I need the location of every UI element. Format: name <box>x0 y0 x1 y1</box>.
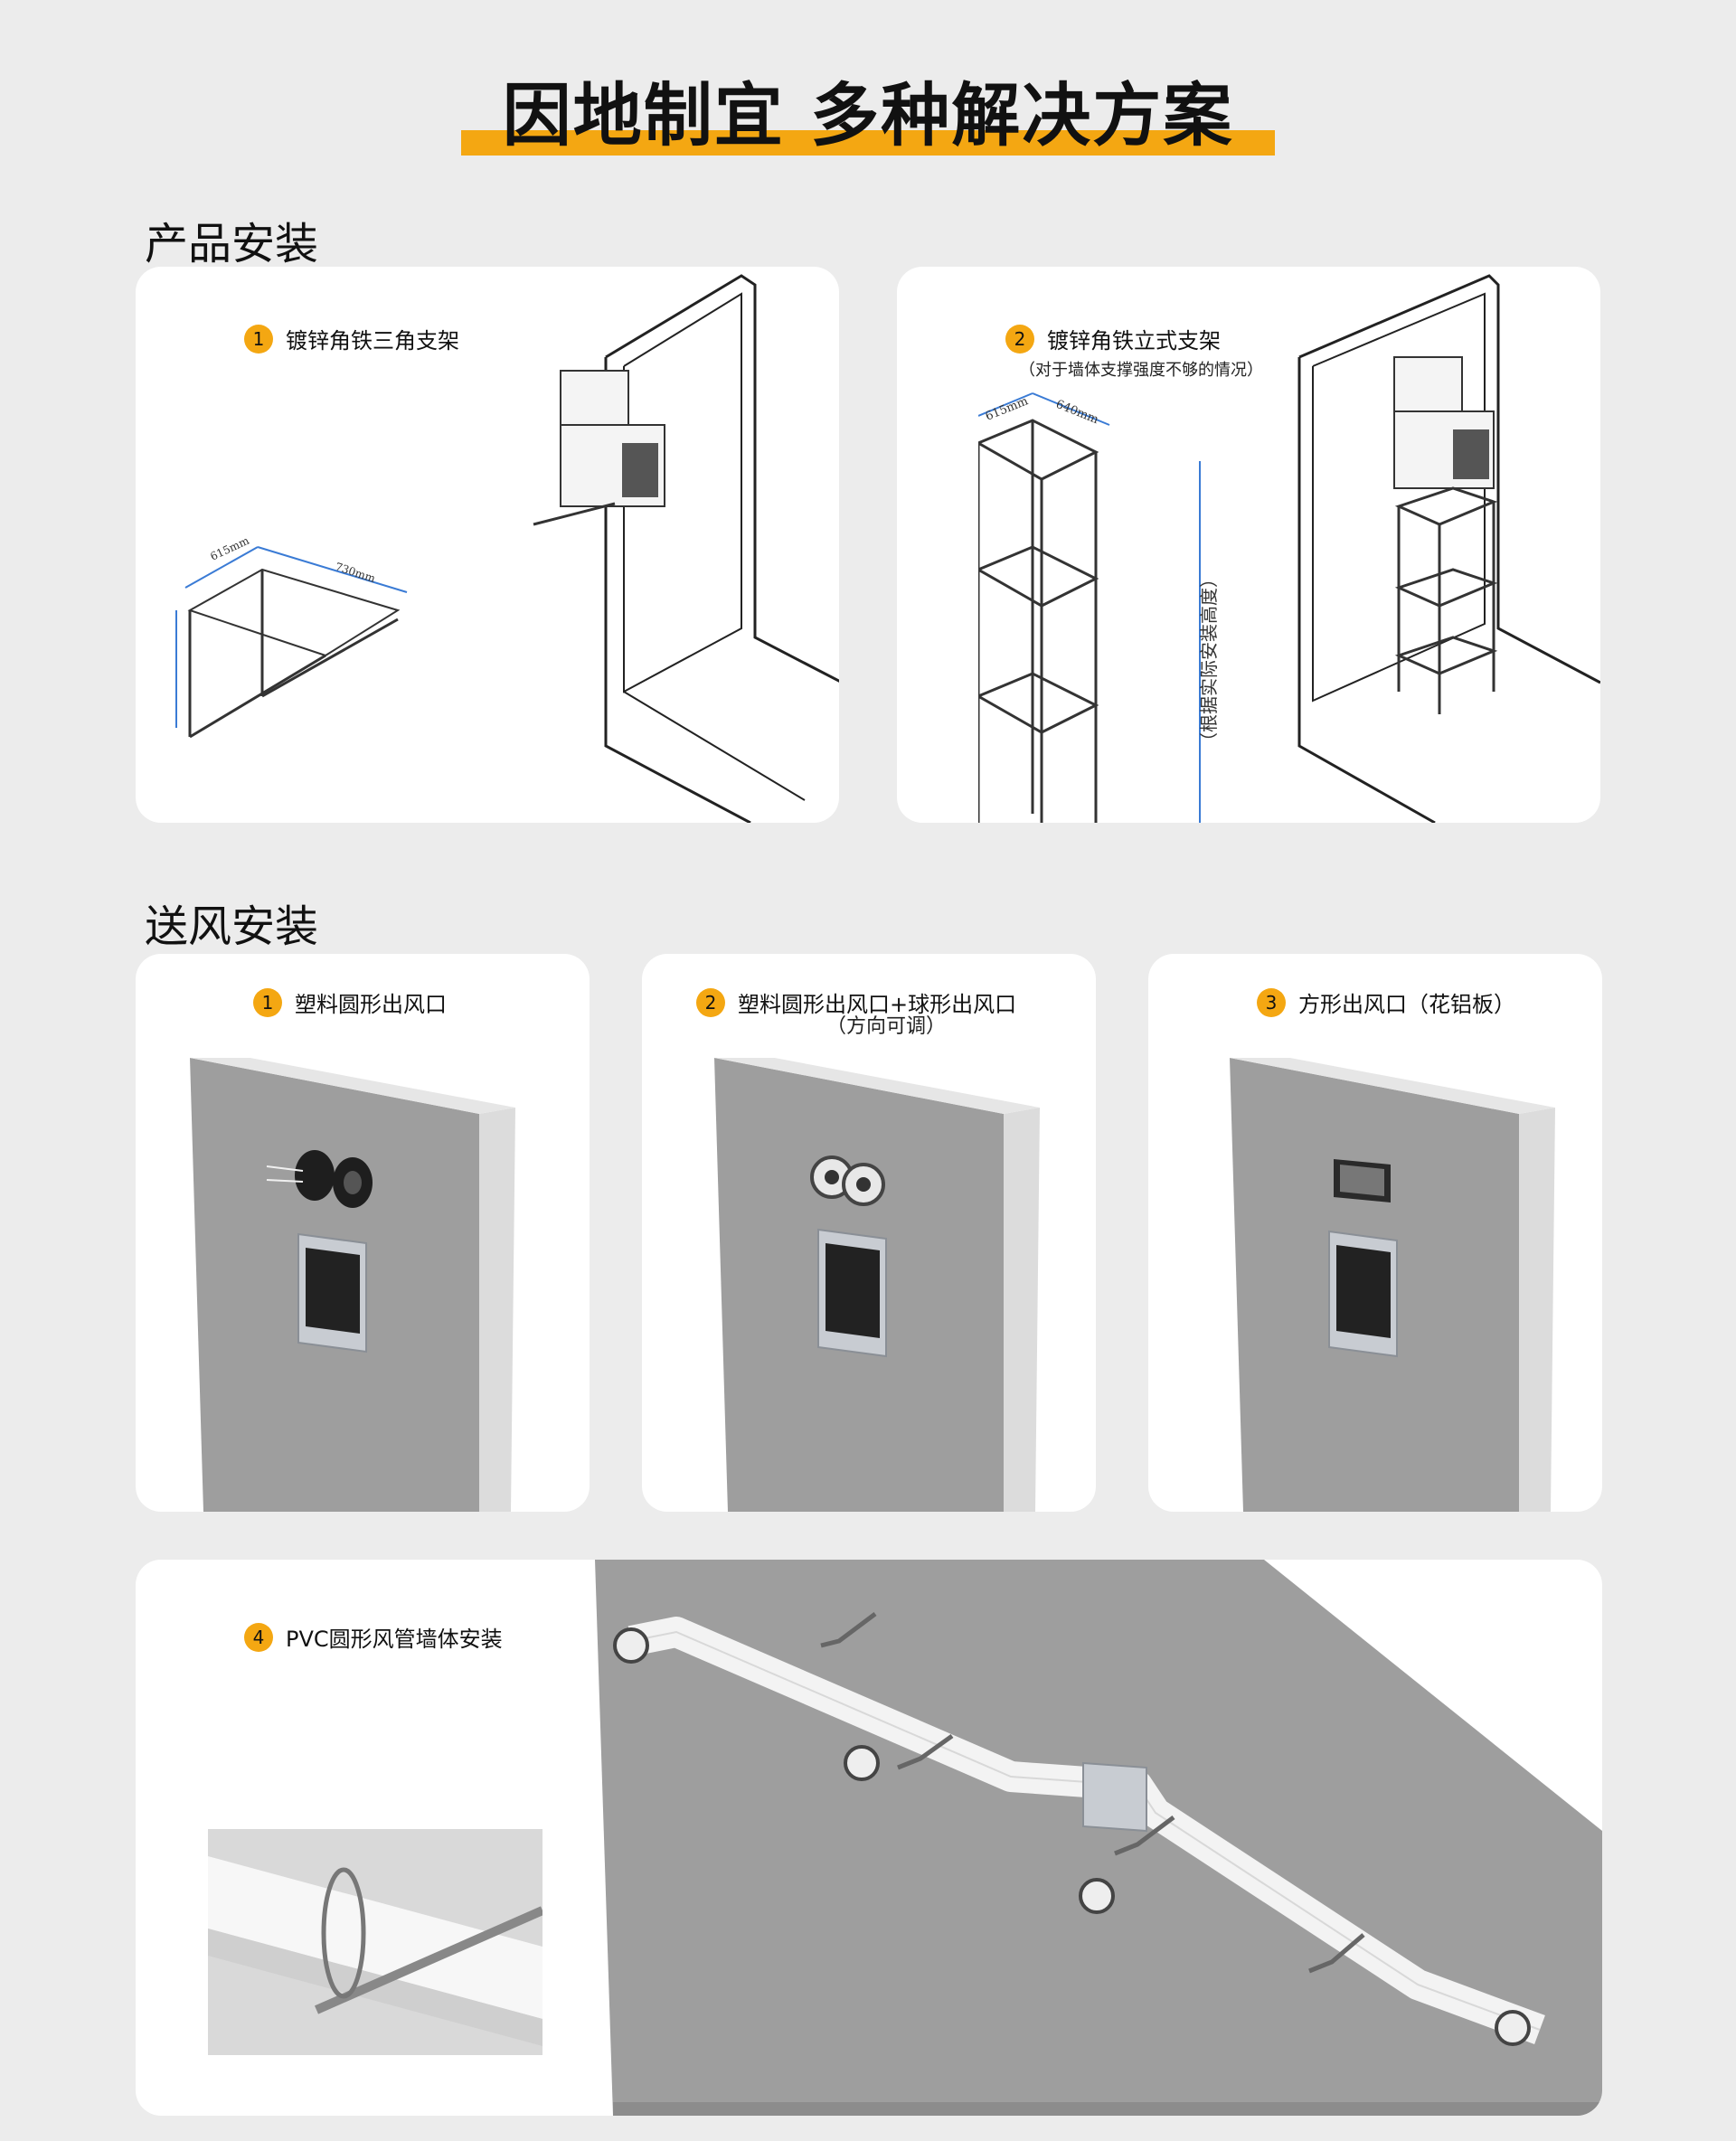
step-badge: 4 <box>244 1622 273 1652</box>
install-card-triangle-bracket: 1 镀锌角铁三角支架 615mm 730mm 500mm <box>136 267 839 823</box>
wall-panel-illustration <box>190 1058 515 1512</box>
step-badge: 2 <box>696 987 725 1017</box>
dim-label-b: 640mm <box>1054 398 1100 427</box>
round-outlet-icon <box>266 1150 373 1208</box>
pvc-duct-wall-illustration <box>595 1560 1602 2116</box>
card-label: 1 镀锌角铁三角支架 <box>244 323 459 354</box>
card-label-text: 镀锌角铁三角支架 <box>286 328 459 354</box>
step-badge: 2 <box>1005 324 1034 354</box>
wall-panel-illustration <box>1230 1058 1555 1512</box>
dim-label-c: （根据实际安装高度） <box>1198 570 1220 750</box>
card-label-text: PVC圆形风管墙体安装 <box>286 1627 503 1652</box>
install-card-standing-bracket: 2 镀锌角铁立式支架 （对于墙体支撑强度不够的情况） 615mm 640mm （… <box>897 267 1600 823</box>
step-badge: 1 <box>253 987 282 1017</box>
pvc-duct-card: 4 PVC圆形风管墙体安装 <box>136 1560 1602 2116</box>
card-label: 1 塑料圆形出风口 <box>253 986 447 1018</box>
page-title-block: 因地制宜 多种解决方案 <box>0 71 1736 161</box>
card-label-text: 塑料圆形出风口+球形出风口 <box>738 992 1017 1017</box>
card-label: 2 塑料圆形出风口+球形出风口 <box>696 986 1016 1018</box>
dim-label-a: 615mm <box>208 533 251 562</box>
section-heading-install: 产品安装 <box>145 219 319 269</box>
ball-outlet-icon <box>810 1155 885 1206</box>
air-card-ball-outlet: 2 塑料圆形出风口+球形出风口 （方向可调） <box>642 954 1096 1512</box>
air-card-square-outlet: 3 方形出风口（花铝板） <box>1148 954 1602 1512</box>
title-underline <box>461 130 1275 156</box>
grille-icon <box>297 1232 367 1353</box>
standing-frame-diagram: 615mm 640mm （根据实际安装高度） <box>978 392 1220 823</box>
grille-icon <box>817 1228 887 1358</box>
dim-label-c: 500mm <box>172 659 175 701</box>
card-note: （方向可调） <box>826 1015 946 1038</box>
pipe-clamp-detail <box>208 1829 542 2055</box>
wall-corner-standing-illustration <box>1297 274 1600 823</box>
card-label-text: 塑料圆形出风口 <box>295 992 447 1017</box>
square-outlet-icon <box>1334 1159 1391 1203</box>
wall-panel-illustration <box>714 1058 1040 1512</box>
step-badge: 3 <box>1257 987 1286 1017</box>
dim-label-a: 615mm <box>984 394 1030 423</box>
grille-icon <box>1328 1230 1398 1358</box>
grille-icon <box>1082 1761 1147 1833</box>
section-heading-airflow: 送风安装 <box>145 901 319 952</box>
page-title: 因地制宜 多种解决方案 <box>502 75 1234 156</box>
dim-label-b: 730mm <box>334 561 377 586</box>
card-label-text: 镀锌角铁立式支架 <box>1047 328 1221 354</box>
ac-unit-icon <box>533 370 665 526</box>
card-label: 3 方形出风口（花铝板） <box>1257 986 1515 1018</box>
card-label: 4 PVC圆形风管墙体安装 <box>244 1621 503 1653</box>
air-card-round-outlet: 1 塑料圆形出风口 <box>136 954 590 1512</box>
card-label: 2 镀锌角铁立式支架 <box>1005 323 1221 354</box>
ac-unit-icon <box>1393 356 1495 489</box>
wall-corner-illustration <box>533 274 839 823</box>
step-badge: 1 <box>244 324 273 354</box>
card-note: （对于墙体支撑强度不够的情况） <box>1019 361 1263 380</box>
triangle-bracket-diagram: 615mm 730mm 500mm <box>172 533 408 739</box>
wall-bracket-icon <box>820 1612 1365 1974</box>
card-label-text: 方形出风口（花铝板） <box>1298 992 1515 1017</box>
